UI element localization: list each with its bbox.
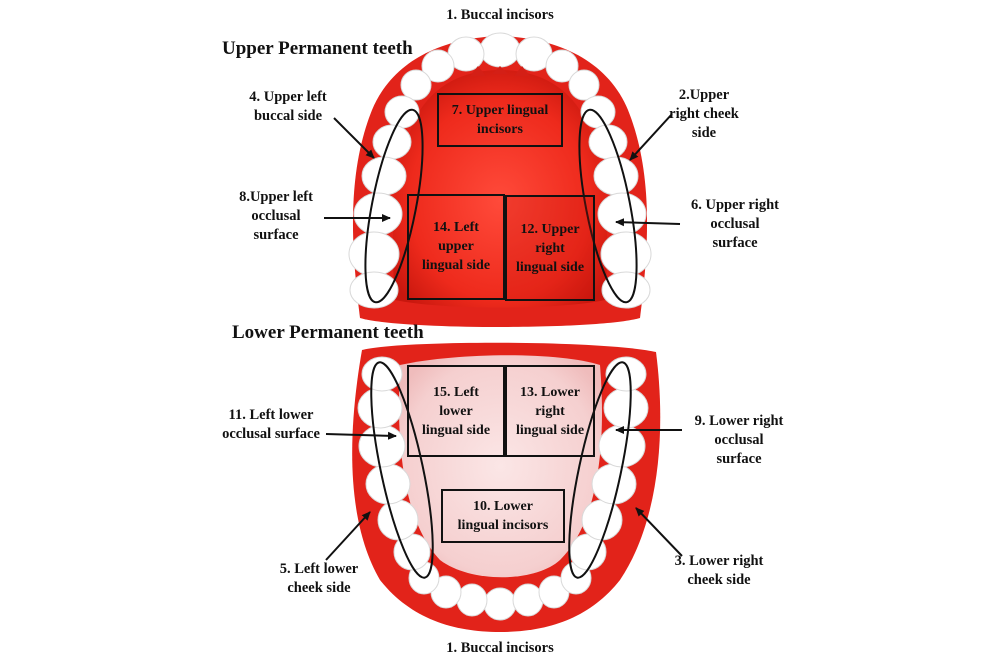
arrow-left-lower-occlusal [325,431,397,440]
box-left-upper-lingual [407,194,505,300]
label-upper-left-occlusal: 8.Upper left occlusal surface [239,189,313,243]
lower-right-occlusal-outline [568,361,632,579]
region-upper-right-lingual: 12. Upper right lingual side [515,222,585,275]
upper-title: Upper Permanent teeth [222,38,413,59]
upper-left-occlusal-outline [364,108,424,304]
arrow-left-lower-cheek [325,511,371,561]
lower-jaw [352,342,661,632]
lower-left-occlusal-outline [370,361,434,579]
arrow-lower-right-cheek [635,507,683,557]
box-upper-lingual-incisors [437,93,563,147]
upper-right-occlusal-outline [578,108,638,304]
arrow-upper-right-occlusal [615,218,681,227]
label-buccal-incisors-top: 1. Buccal incisors [446,7,554,23]
box-lower-right-lingual [505,365,595,457]
label-lower-right-occlusal: 9. Lower right occlusal surface [694,413,784,467]
label-left-lower-occlusal: 11. Left lower occlusal surface [222,407,320,442]
label-left-lower-cheek: 5. Left lower cheek side [279,561,359,596]
label-lower-right-cheek: 3. Lower right cheek side [674,553,764,588]
label-buccal-incisors-bottom: 1. Buccal incisors [446,640,554,656]
region-lower-lingual-incisors: 10. Lower lingual incisors [457,499,549,533]
upper-teeth [348,32,652,309]
box-left-lower-lingual [407,365,505,457]
region-upper-lingual-incisors: 7. Upper lingual incisors [451,103,549,137]
region-left-upper-lingual: 14. Left upper lingual side [421,220,491,273]
region-left-lower-lingual: 15. Left lower lingual side [421,385,491,438]
region-lower-right-lingual: 13. Lower right lingual side [515,385,585,438]
box-upper-right-lingual [505,195,595,301]
arrow-upper-right-cheek [629,113,673,161]
label-upper-right-cheek: 2.Upper right cheek side [669,87,739,141]
lower-tongue [398,355,602,578]
pointer-arrows [324,113,683,561]
label-upper-left-buccal: 4. Upper left buccal side [249,89,327,124]
lower-title: Lower Permanent teeth [232,322,424,343]
upper-jaw [348,32,652,327]
upper-palate [392,70,608,308]
box-lower-lingual-incisors [441,489,565,543]
arrow-upper-left-buccal [333,117,375,159]
label-upper-right-occlusal: 6. Upper right occlusal surface [691,197,779,251]
